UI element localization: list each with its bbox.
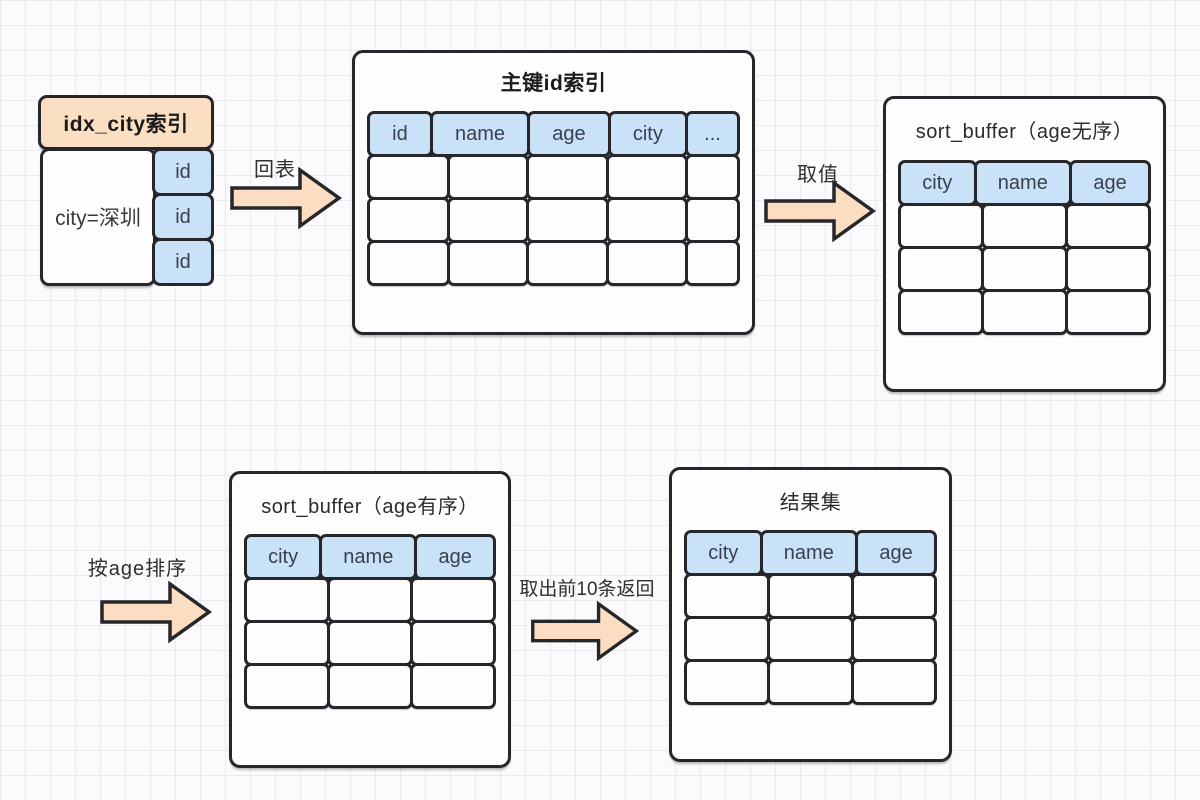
sort-buffer-unordered-title: sort_buffer（age无序） (915, 121, 1134, 143)
table-row (898, 246, 1151, 292)
empty-cell (1064, 246, 1151, 292)
empty-cell (410, 620, 496, 666)
empty-cell (684, 573, 771, 619)
empty-cell (410, 577, 496, 623)
column-header: city (898, 160, 977, 206)
empty-cell (367, 154, 450, 200)
back-to-table-arrow-icon (230, 166, 343, 230)
sort-buffer-unordered-table: sort_buffer（age无序） city name age (883, 96, 1166, 392)
empty-cell (605, 154, 688, 200)
empty-cell (244, 620, 330, 666)
empty-cell (684, 659, 771, 705)
empty-cell (685, 154, 740, 200)
column-header: age (414, 534, 497, 580)
empty-cell (850, 616, 937, 662)
primary-key-index-table: 主键id索引 id name age city ... (352, 50, 755, 335)
empty-cell (446, 154, 529, 200)
empty-cell (898, 246, 985, 292)
empty-cell (898, 289, 985, 335)
result-set-header-row: city name age (684, 530, 937, 576)
result-set-title: 结果集 (779, 491, 842, 514)
sort-buffer-ordered-title: sort_buffer（age有序） (261, 495, 479, 518)
empty-cell (244, 663, 330, 709)
table-row (367, 197, 740, 243)
empty-cell (767, 573, 854, 619)
return-top10-arrow-icon (531, 600, 640, 662)
empty-cell (446, 197, 529, 243)
primary-key-index-title: 主键id索引 (500, 72, 607, 95)
empty-cell (850, 659, 937, 705)
idx-city-id-cell: id (152, 193, 214, 241)
empty-cell (605, 240, 688, 286)
table-row (367, 240, 740, 286)
column-header: city (684, 530, 763, 576)
table-row (367, 154, 740, 200)
empty-cell (327, 620, 413, 666)
empty-cell (1064, 289, 1151, 335)
table-row (898, 289, 1151, 335)
primary-key-header-row: id name age city ... (367, 111, 740, 157)
sort-by-age-arrow-label: 按age排序 (87, 558, 188, 580)
sort-buffer-ordered-table: sort_buffer（age有序） city name age (229, 471, 511, 768)
column-header: id (367, 111, 433, 157)
empty-cell (410, 663, 496, 709)
sort-buffer-ordered-header-row: city name age (244, 534, 497, 580)
table-row (244, 620, 496, 666)
empty-cell (367, 240, 450, 286)
idx-city-id-cell: id (152, 148, 214, 196)
empty-cell (685, 240, 740, 286)
empty-cell (898, 203, 985, 249)
idx-city-id-cell: id (152, 238, 214, 286)
column-header: city (244, 534, 323, 580)
return-top10-arrow-label: 取出前10条返回 (519, 579, 655, 600)
empty-cell (367, 197, 450, 243)
empty-cell (446, 240, 529, 286)
empty-cell (327, 663, 413, 709)
empty-cell (684, 616, 771, 662)
column-header: age (1069, 160, 1151, 206)
empty-cell (685, 197, 740, 243)
column-header: name (429, 111, 531, 157)
table-row (898, 203, 1151, 249)
column-header: age (527, 111, 611, 157)
sort-by-age-arrow-icon (100, 580, 213, 644)
fetch-values-arrow-label: 取值 (797, 164, 839, 186)
table-row (684, 616, 937, 662)
empty-cell (981, 246, 1068, 292)
empty-cell (526, 197, 609, 243)
back-to-table-arrow-label: 回表 (254, 159, 296, 181)
column-header: name (319, 534, 418, 580)
fetch-values-arrow-icon (764, 179, 877, 243)
idx-city-condition-cell: city=深圳 (40, 148, 156, 286)
empty-cell (327, 577, 413, 623)
column-header: name (759, 530, 859, 576)
empty-cell (767, 659, 854, 705)
table-row (244, 663, 496, 709)
sort-buffer-unordered-header-row: city name age (898, 160, 1151, 206)
column-header: city (607, 111, 688, 157)
idx-city-table-title: idx_city索引 (38, 95, 214, 150)
empty-cell (981, 289, 1068, 335)
empty-cell (526, 240, 609, 286)
table-row (684, 659, 937, 705)
column-header: age (855, 530, 937, 576)
empty-cell (244, 577, 330, 623)
empty-cell (850, 573, 937, 619)
column-header: ... (684, 111, 740, 157)
column-header: name (973, 160, 1073, 206)
empty-cell (526, 154, 609, 200)
empty-cell (1064, 203, 1151, 249)
result-set-table: 结果集 city name age (669, 467, 952, 762)
empty-cell (981, 203, 1068, 249)
empty-cell (605, 197, 688, 243)
empty-cell (767, 616, 854, 662)
table-row (684, 573, 937, 619)
table-row (244, 577, 496, 623)
